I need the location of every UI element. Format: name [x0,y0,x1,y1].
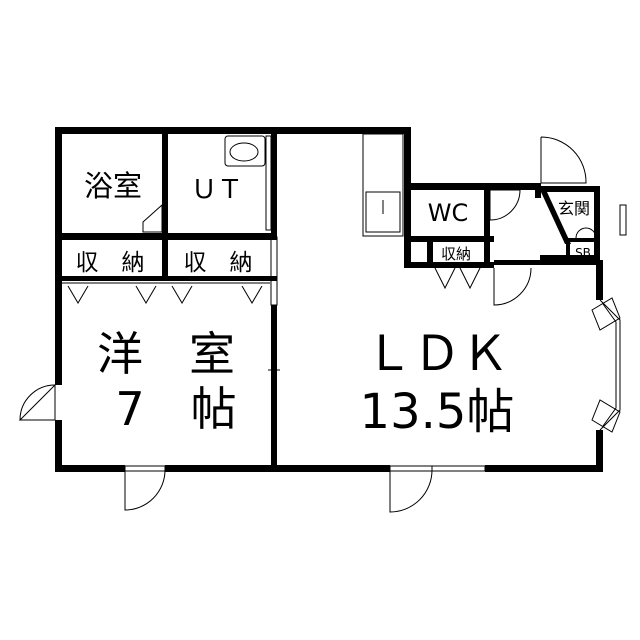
storage-mid-label: 収 納 [184,250,253,276]
shoe-box-label: SB [575,246,591,260]
utility-label: ＵＴ [191,175,243,205]
wc-label: WC [428,199,469,227]
storage-small-label: 収納 [441,245,471,263]
fixtures [18,133,627,513]
bathroom-label: 浴室 [84,169,142,203]
bedroom-name-label: 洋 室 [97,327,235,381]
ldk-name-label: ＬＤＫ [365,326,509,382]
ldk-size-label: 13.5帖 [360,384,515,440]
storage-left-label: 収 納 [76,250,145,276]
entrance-label: 玄関 [558,199,590,218]
bedroom-size-label: 7 帖 [115,382,236,436]
walls [55,127,603,472]
